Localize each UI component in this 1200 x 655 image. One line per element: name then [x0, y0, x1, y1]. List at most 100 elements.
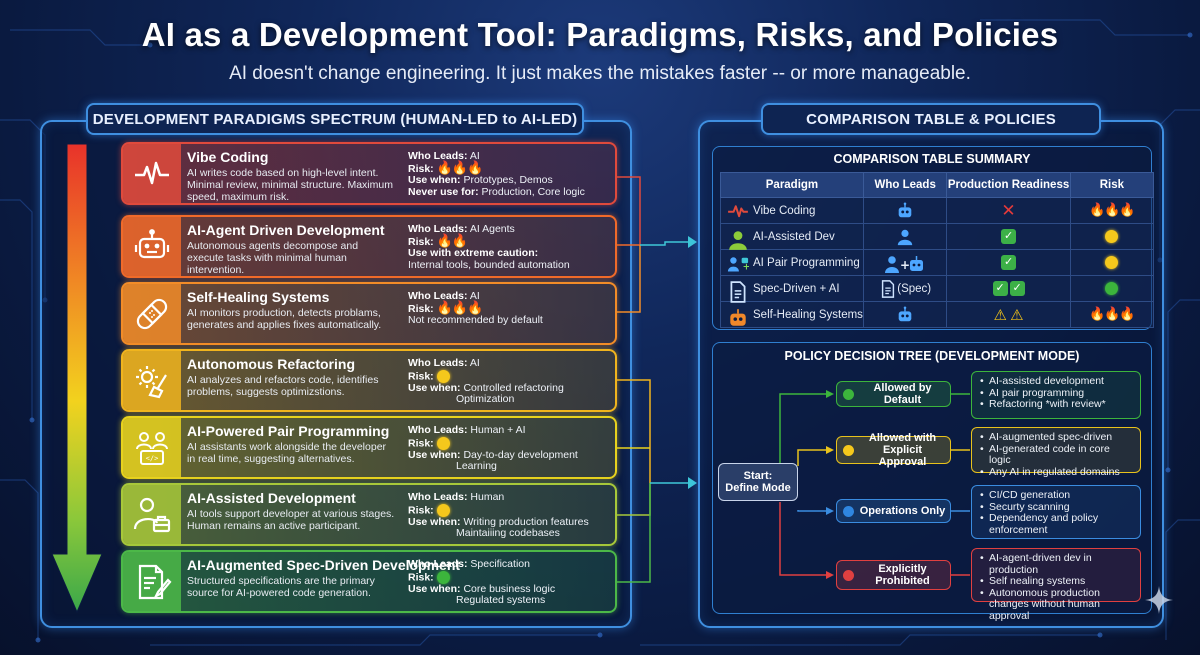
- policy-branch-node: Allowed by Default: [836, 381, 951, 407]
- usage-note: Use when: Prototypes, Demos: [408, 174, 553, 186]
- card-description: AI tools support developer at various st…: [187, 508, 395, 532]
- who-leads-cell: +: [862, 249, 948, 276]
- check-icon: ✓: [992, 281, 1008, 296]
- status-dot: [843, 388, 854, 400]
- who-leads: Who Leads: AI: [408, 357, 480, 369]
- risk-level: Risk: 🔥🔥: [408, 233, 468, 249]
- header-who-leads: Who Leads: [862, 172, 948, 198]
- status-dot: [843, 569, 854, 581]
- policy-tree-title: POLICY DECISION TREE (DEVELOPMENT MODE): [784, 349, 1080, 363]
- risk-cell: [1069, 275, 1155, 302]
- card-description: AI writes code based on high-level inten…: [187, 167, 393, 203]
- risk-level: Risk:: [408, 436, 614, 450]
- usage-note: Use with extreme caution:: [408, 247, 539, 259]
- usage-detail: Maintaiiing codebases: [456, 527, 560, 539]
- document-icon: [727, 280, 749, 303]
- policies-label: COMPARISON TABLE & POLICIES: [761, 103, 1101, 135]
- comparison-table-header: Paradigm Who Leads Production Readiness …: [720, 172, 1155, 198]
- list-item: AI-generated code in core logic: [980, 443, 1134, 467]
- list-item: Dependency and policy enforcement: [980, 512, 1134, 536]
- page-subtitle: AI doesn't change engineering. It just m…: [229, 63, 971, 84]
- usage-note: Use when: Core business logic: [408, 582, 556, 595]
- list-item: AI-assisted development: [980, 375, 1134, 388]
- page-title: AI as a Development Tool: Paradigms, Ris…: [141, 16, 1059, 53]
- usage-note: Never use for: Production, Core logic: [408, 185, 585, 198]
- svg-text:</>: </>: [146, 454, 159, 462]
- card-description: AI analyzes and refactors code, identifi…: [187, 374, 379, 398]
- robot-icon: [727, 307, 749, 326]
- who-leads-cell: (Spec): [862, 275, 948, 302]
- table-row: +AI Pair Programming+✓: [720, 249, 1155, 276]
- usage-detail: Not recommended by default: [408, 314, 543, 326]
- who-leads: Who Leads: Human + AI: [408, 424, 526, 436]
- readiness-cell: ✓✓: [946, 275, 1071, 302]
- usage-detail: Regulated systems: [456, 594, 546, 606]
- risk-level: Risk:: [408, 570, 614, 584]
- risk-level: Risk:: [408, 369, 614, 383]
- comparison-table: Paradigm Who Leads Production Readiness …: [720, 172, 1155, 328]
- branch-label: Allowed by Default: [873, 382, 932, 406]
- list-item: AI-agent-driven dev in production: [980, 552, 1134, 576]
- risk-cell: [1069, 249, 1155, 276]
- pair-icon: +: [727, 255, 750, 272]
- warning-icon: ⚠: [993, 306, 1007, 324]
- svg-text:+: +: [900, 258, 910, 272]
- person-robot-icon: +: [885, 254, 925, 273]
- document-pen-icon: [123, 552, 181, 611]
- card-title: AI-Assisted Development: [187, 490, 356, 506]
- who-leads-cell: [862, 301, 948, 328]
- bandage-icon: [123, 284, 181, 343]
- paradigm-cell: AI-Assisted Dev: [720, 223, 864, 250]
- policy-branch-items: CI/CD generationSecurty scanningDependen…: [971, 485, 1141, 539]
- who-leads: Who Leads: Specification: [408, 558, 530, 570]
- usage-detail: Internal tools, bounded automation: [408, 258, 570, 271]
- list-item: Any AI in regulated domains: [980, 466, 1134, 479]
- who-leads-cell: [862, 223, 948, 250]
- paradigm-cell: Spec-Driven + AI: [720, 275, 864, 303]
- paradigm-card: Vibe Coding AI writes code based on high-…: [121, 142, 617, 205]
- list-item: Securty scanning: [980, 501, 1134, 514]
- risk-level: Risk: 🔥🔥🔥: [408, 300, 483, 316]
- risk-cell: 🔥🔥🔥: [1069, 301, 1155, 328]
- usage-detail: Optimization: [456, 393, 515, 405]
- start-line-2: Define Mode: [725, 482, 791, 494]
- person-toolbox-icon: [123, 485, 181, 544]
- list-item: AI-augmented spec-driven: [980, 431, 1134, 444]
- header-paradigm: Paradigm: [720, 172, 864, 198]
- policy-branch-items: AI-augmented spec-drivenAI-generated cod…: [971, 427, 1141, 478]
- who-leads: Who Leads: AI: [408, 290, 480, 302]
- start-line-1: Start:: [743, 470, 773, 482]
- paradigm-card: AI-Assisted Development AI tools support …: [121, 483, 617, 546]
- paradigm-cell: Self-Healing Systems: [720, 301, 864, 328]
- policy-start-node: Start: Define Mode: [718, 463, 798, 501]
- status-dot: [843, 505, 854, 517]
- paradigm-cell: Vibe Coding: [720, 197, 864, 224]
- paradigm-cell: +AI Pair Programming: [720, 249, 864, 276]
- who-leads-cell: [862, 197, 948, 224]
- spectrum-label: DEVELOPMENT PARADIGMS SPECTRUM (HUMAN-LE…: [86, 103, 584, 135]
- robot-icon: [896, 202, 914, 220]
- status-dot: [843, 444, 854, 456]
- policy-branch-items: AI-agent-driven dev in productionSelf ne…: [971, 548, 1141, 621]
- table-row: Self-Healing Systems⚠ ⚠🔥🔥🔥: [720, 301, 1155, 328]
- pair-programming-icon: </>: [123, 418, 181, 477]
- check-icon: ✓: [1009, 281, 1025, 296]
- table-row: Spec-Driven + AI(Spec)✓✓: [720, 275, 1155, 303]
- who-leads: Who Leads: Human: [408, 491, 505, 503]
- card-description: AI assistants work alongside the develop…: [187, 441, 387, 465]
- robot-icon: [896, 306, 914, 324]
- policy-branch-items: AI-assisted developmentAI pair programmi…: [971, 371, 1141, 419]
- card-title: Vibe Coding: [187, 149, 269, 165]
- cross-icon: ✕: [1001, 200, 1016, 220]
